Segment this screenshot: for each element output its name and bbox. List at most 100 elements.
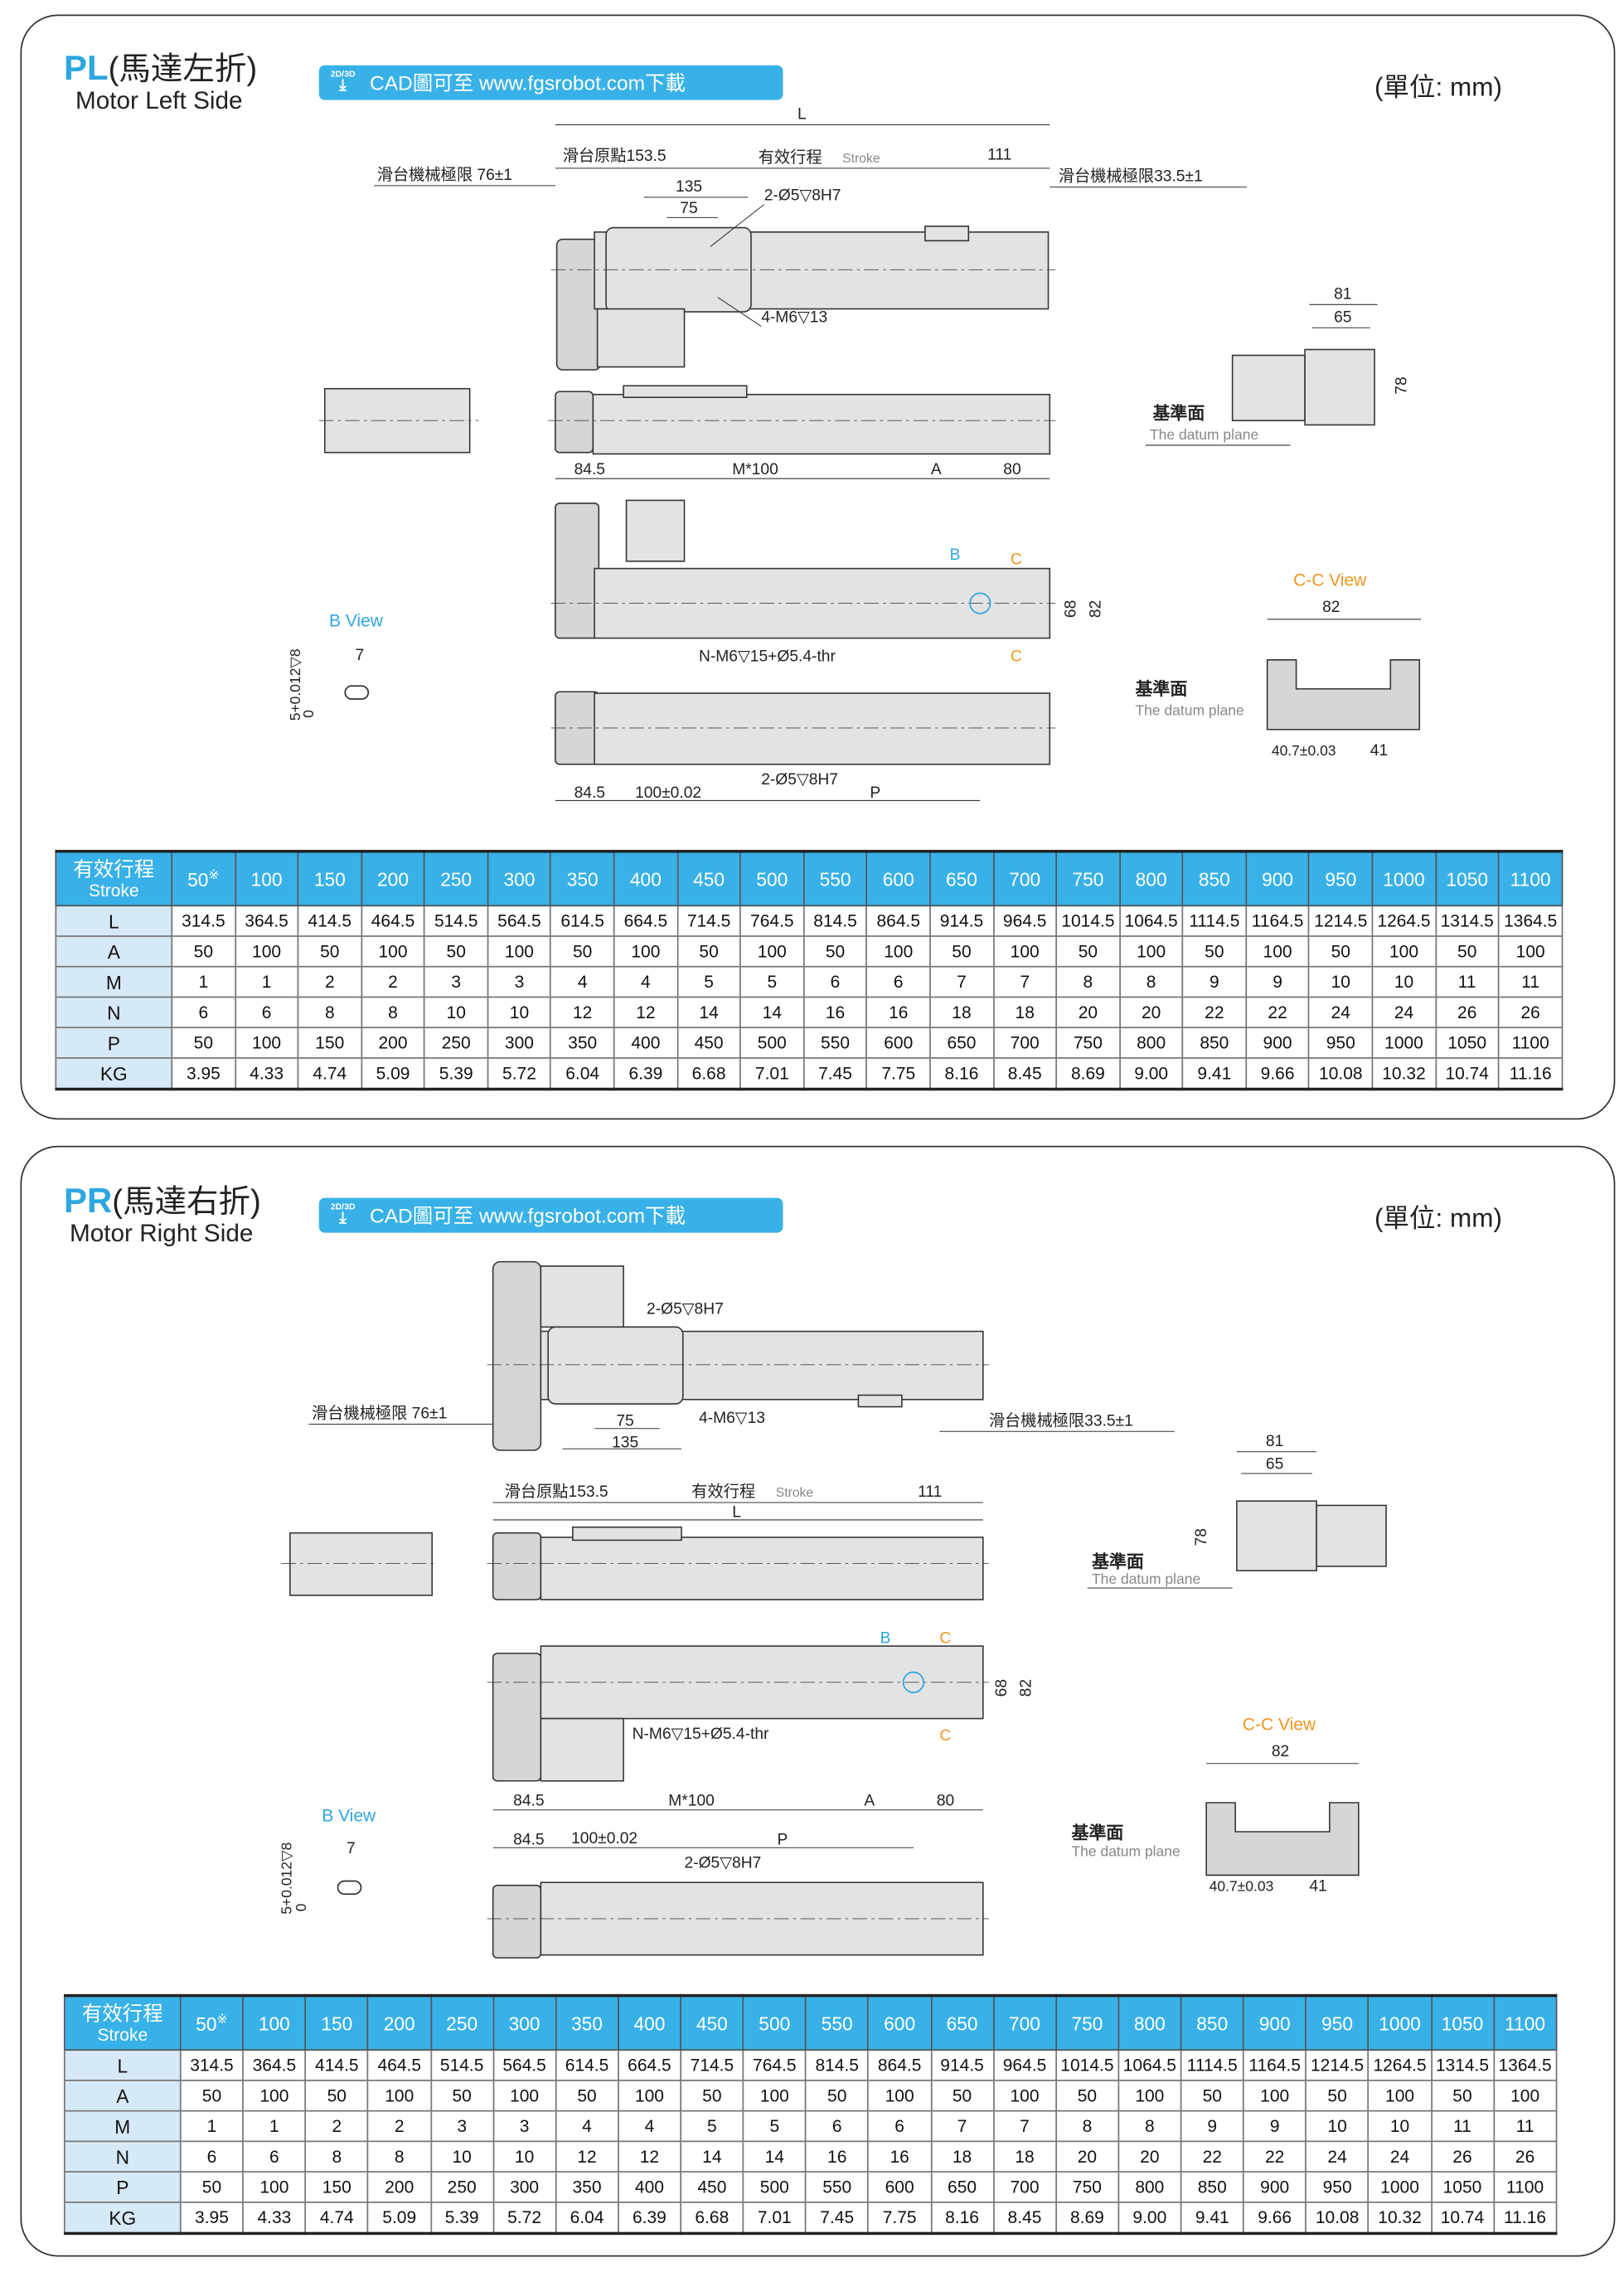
- stroke-header-cell: 150: [297, 850, 362, 907]
- table-cell: 50: [297, 935, 362, 968]
- table-cell: 10: [1371, 965, 1437, 998]
- dimension-label: 2-Ø5▽8H7: [685, 1855, 762, 1872]
- table-cell: 100: [242, 2080, 307, 2112]
- dimension-label: 5+0.012▽8: [279, 1842, 295, 1915]
- stroke-header-cell: 1100: [1497, 850, 1563, 907]
- stroke-header-cell: 50※: [179, 1994, 245, 2051]
- stroke-header-cell: 550: [802, 850, 868, 907]
- drawing-part: [625, 499, 686, 562]
- table-cell: 100: [1492, 2080, 1558, 2112]
- dimension-label: C-C View: [1243, 1716, 1316, 1735]
- table-cell: 5.39: [424, 1057, 489, 1090]
- table-cell: 24: [1308, 996, 1374, 1029]
- dimension-label: 135: [612, 1435, 638, 1452]
- dimension-label: 基準面: [1072, 1823, 1124, 1843]
- table-cell: 22: [1243, 2140, 1307, 2173]
- table-cell: 100: [742, 2080, 807, 2112]
- table-cell: 11: [1492, 2110, 1558, 2143]
- dimension-label: C: [939, 1727, 951, 1745]
- dimension-label: 65: [1334, 308, 1351, 326]
- stroke-header-cell: 200: [361, 850, 425, 907]
- table-cell: 3: [487, 965, 552, 998]
- dimension-label: C: [939, 1630, 951, 1648]
- table-cell: 5.72: [492, 2202, 557, 2235]
- cad-download-banner[interactable]: 2D/3D⤓ CAD圖可至 www.fgsrobot.com下載: [318, 1197, 783, 1233]
- row-label: N: [55, 996, 173, 1029]
- dimension-label: A: [931, 461, 942, 478]
- table-cell: 900: [1243, 2171, 1307, 2203]
- table-cell: 1100: [1492, 2171, 1558, 2203]
- dimension-label: C: [1011, 551, 1022, 568]
- table-cell: 50: [1305, 2080, 1369, 2112]
- table-cell: 414.5: [304, 2049, 369, 2081]
- table-cell: 3: [429, 2110, 494, 2143]
- table-cell: 600: [865, 1027, 931, 1059]
- table-cell: 150: [297, 1027, 362, 1059]
- table-cell: 7.75: [867, 2202, 932, 2235]
- actuator-side-view: [540, 1537, 984, 1600]
- dimension-label: 基準面: [1152, 403, 1205, 423]
- dimension-label: P: [777, 1832, 788, 1849]
- stroke-header-cell: 950: [1305, 1994, 1369, 2051]
- dimension-label: 41: [1309, 1878, 1326, 1896]
- table-cell: 100: [992, 2080, 1057, 2112]
- table-cell: 5.09: [361, 1057, 425, 1090]
- table-cell: 11.16: [1497, 1057, 1563, 1090]
- stroke-header-cell: 500: [742, 1994, 807, 2051]
- table-cell: 564.5: [492, 2049, 557, 2081]
- unit-label: (單位: mm): [1374, 1203, 1502, 1233]
- table-cell: 6.68: [676, 1057, 742, 1090]
- table-cell: 3.95: [171, 1057, 236, 1090]
- table-cell: 964.5: [992, 2049, 1057, 2081]
- download-icon: 2D/3D⤓: [330, 1203, 356, 1227]
- table-cell: 350: [555, 2171, 619, 2203]
- table-cell: 11.16: [1492, 2202, 1558, 2235]
- table-cell: 1014.5: [1054, 2049, 1120, 2081]
- table-cell: 24: [1305, 2140, 1369, 2173]
- cad-download-banner[interactable]: 2D/3D⤓ CAD圖可至 www.fgsrobot.com下載: [318, 65, 783, 100]
- dimension-label: 滑台機械極限 76±1: [312, 1405, 447, 1423]
- table-cell: 100: [992, 935, 1058, 968]
- table-cell: 4.74: [297, 1057, 362, 1090]
- table-cell: 5: [680, 2110, 744, 2143]
- table-cell: 50: [304, 2080, 369, 2112]
- dimension-label: 基準面: [1092, 1552, 1144, 1572]
- table-cell: 5: [676, 965, 742, 998]
- table-cell: 5.72: [487, 1057, 552, 1090]
- table-cell: 3.95: [179, 2202, 245, 2235]
- table-cell: 764.5: [742, 2049, 807, 2081]
- dimension-label: C-C View: [1293, 571, 1367, 590]
- stroke-header-cell: 250: [429, 1994, 494, 2051]
- table-cell: 1214.5: [1308, 905, 1374, 937]
- table-cell: 100: [1243, 2080, 1307, 2112]
- table-cell: 100: [234, 1027, 299, 1059]
- actuator-side-view: [592, 393, 1051, 455]
- table-cell: 26: [1434, 996, 1500, 1029]
- dimension-label: 有效行程: [691, 1483, 755, 1501]
- dimension-label: 111: [918, 1483, 942, 1501]
- cross-section: [1266, 659, 1421, 731]
- table-cell: 50: [929, 2080, 995, 2112]
- dimension-label: 82: [1322, 599, 1340, 616]
- row-label: A: [55, 935, 173, 968]
- dimension-label: 2-Ø5▽8H7: [764, 187, 841, 204]
- table-cell: 10.32: [1367, 2202, 1433, 2235]
- dimension-label: 82: [1087, 600, 1104, 618]
- dimension-label: 111: [987, 146, 1011, 163]
- stroke-header-cell: 400: [613, 850, 678, 907]
- table-cell: 9: [1180, 2110, 1244, 2143]
- table-cell: 100: [865, 935, 931, 968]
- dimension-label: L: [732, 1503, 741, 1521]
- table-cell: 6.04: [555, 2202, 619, 2235]
- table-cell: 8.69: [1054, 2202, 1120, 2235]
- table-cell: 4: [555, 2110, 619, 2143]
- table-cell: 6: [242, 2140, 307, 2173]
- dimension-label: 68: [993, 1679, 1011, 1697]
- table-cell: 26: [1492, 2140, 1558, 2173]
- dimension-label: 80: [937, 1793, 954, 1810]
- table-cell: 914.5: [929, 905, 994, 937]
